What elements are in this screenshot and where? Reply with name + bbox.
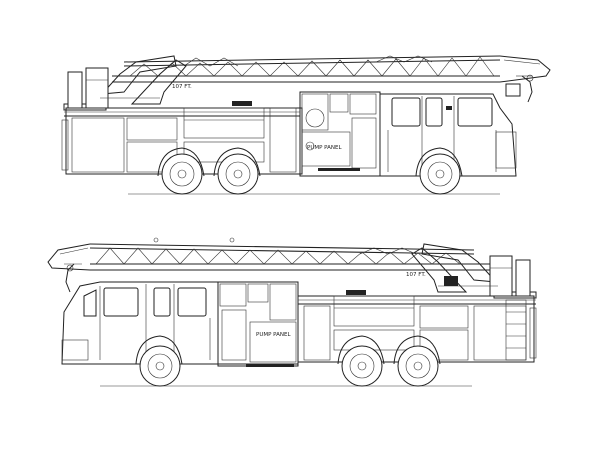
ladder-length-label-bottom: 107 FT. [406,272,426,278]
pump-panel-label-bottom: PUMP PANEL [256,332,291,338]
aerial-ladder-bottom [47,237,531,297]
truck-bottom-elevation: 107 FT. PUMP PANEL [47,237,537,387]
ladder-length-label-top: 107 FT. [172,84,192,90]
pump-panel-label-top: PUMP PANEL [307,145,342,151]
truck-top-body [61,83,521,177]
truck-top-wheels [157,147,463,195]
truck-top-elevation: 107 FT. PUMP PANEL [61,55,551,195]
aerial-ladder-top [67,55,551,109]
truck-bottom-wheels [135,335,441,387]
truck-bottom-body [61,281,537,367]
